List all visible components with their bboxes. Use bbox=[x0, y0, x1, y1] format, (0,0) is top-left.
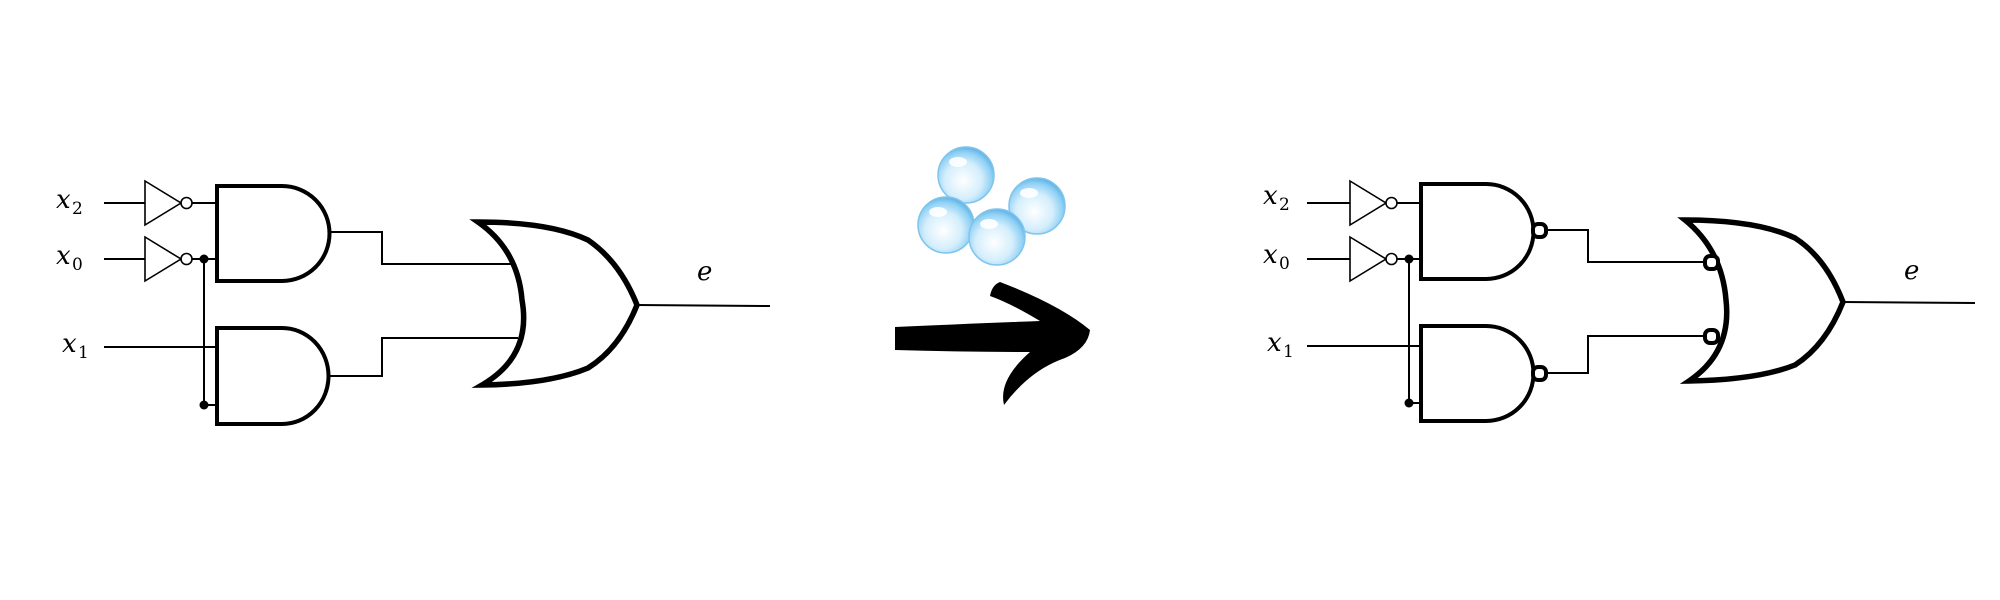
left-wire-and1-to-or bbox=[329, 231, 518, 265]
arrow-icon bbox=[895, 282, 1090, 405]
left-and-gate-1 bbox=[215, 184, 332, 283]
svg-text:0: 0 bbox=[1279, 254, 1290, 274]
svg-text:x: x bbox=[1263, 181, 1278, 211]
left-circuit: x 2 x 0 x 1 e bbox=[56, 179, 771, 426]
right-input-x0-label: x 0 bbox=[1263, 240, 1290, 274]
right-circuit: x 2 x 0 x 1 e bbox=[1263, 179, 1976, 423]
right-junction-bottom bbox=[1404, 398, 1414, 408]
left-input-x0-label: x 0 bbox=[56, 241, 83, 275]
transition bbox=[895, 146, 1090, 405]
svg-text:x: x bbox=[56, 185, 71, 215]
svg-text:x: x bbox=[62, 329, 77, 359]
right-wire-output bbox=[1842, 301, 1976, 304]
left-output-e-label: e bbox=[697, 257, 712, 287]
left-or-gate bbox=[469, 219, 640, 388]
left-not-gate-x0 bbox=[144, 235, 183, 283]
left-wire-output bbox=[636, 304, 771, 307]
right-input-x1-label: x 1 bbox=[1267, 328, 1294, 362]
left-input-x2-label: x 2 bbox=[56, 185, 83, 219]
right-not-gate-x2 bbox=[1349, 179, 1388, 227]
svg-text:1: 1 bbox=[78, 343, 89, 363]
left-junction-top bbox=[199, 254, 209, 264]
left-not-gate-x2 bbox=[144, 179, 183, 227]
left-and-gate-2 bbox=[215, 326, 331, 426]
right-not-bubble-x2 bbox=[1385, 196, 1398, 210]
right-junction-top bbox=[1404, 254, 1414, 264]
right-nand-bubble-2 bbox=[1531, 365, 1548, 382]
svg-text:x: x bbox=[56, 241, 71, 271]
svg-text:x: x bbox=[1263, 240, 1278, 270]
right-not-bubble-x0 bbox=[1385, 252, 1398, 266]
right-output-e-label: e bbox=[1904, 256, 1919, 286]
left-junction-bottom bbox=[199, 400, 209, 410]
right-wire-nand2-to-or bbox=[1546, 335, 1705, 374]
svg-text:2: 2 bbox=[1279, 195, 1290, 215]
right-input-x2-label: x 2 bbox=[1263, 181, 1290, 215]
left-wire-and2-to-or bbox=[329, 337, 518, 377]
right-wire-nand1-to-or bbox=[1546, 229, 1705, 263]
right-or-input-bubble-2 bbox=[1703, 328, 1720, 345]
left-not-bubble-x0 bbox=[180, 252, 193, 266]
svg-text:0: 0 bbox=[72, 255, 83, 275]
right-or-input-bubble-1 bbox=[1703, 254, 1720, 271]
svg-text:2: 2 bbox=[72, 199, 83, 219]
right-or-gate bbox=[1677, 217, 1846, 384]
right-nand-gate-2 bbox=[1419, 324, 1536, 423]
svg-text:x: x bbox=[1267, 328, 1282, 358]
left-not-bubble-x2 bbox=[180, 196, 193, 210]
right-not-gate-x0 bbox=[1349, 235, 1388, 283]
right-nand-gate-1 bbox=[1419, 182, 1536, 281]
bubbles-icon bbox=[917, 146, 1066, 266]
svg-text:1: 1 bbox=[1283, 342, 1294, 362]
left-input-x1-label: x 1 bbox=[62, 329, 89, 363]
right-nand-bubble-1 bbox=[1531, 222, 1548, 239]
